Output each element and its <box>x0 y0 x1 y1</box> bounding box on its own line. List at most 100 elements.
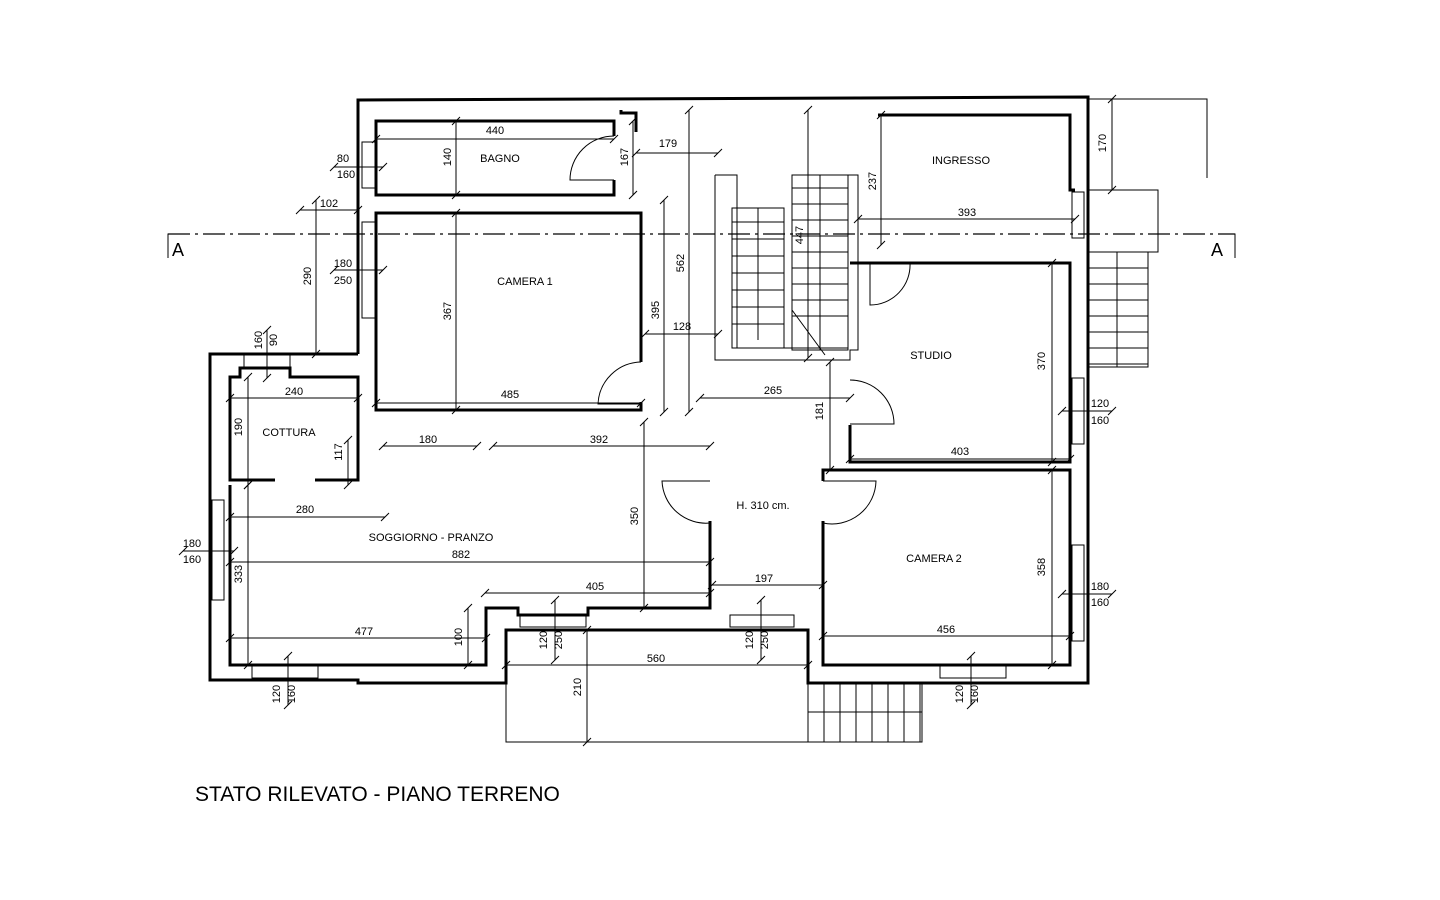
dimension-tick <box>178 546 188 556</box>
dimension-tick <box>225 393 235 403</box>
external-steps-bottom <box>807 682 923 743</box>
dimension-label: 160 <box>183 554 201 566</box>
dimension-tick <box>1057 589 1067 599</box>
dimension-tick <box>329 265 339 275</box>
dimension-label: 180 <box>183 538 201 550</box>
dimension-label: 128 <box>673 321 691 333</box>
dimension-tick <box>818 631 828 641</box>
dimension-tick <box>472 441 482 451</box>
dimension-tick <box>803 353 813 363</box>
dimension-tick <box>229 546 239 556</box>
dimension-label: 237 <box>867 172 879 190</box>
camera1-door <box>597 361 642 405</box>
dimension-tick <box>659 195 669 205</box>
room-label-camera1: CAMERA 1 <box>497 276 553 288</box>
dimension-tick <box>488 441 498 451</box>
dimension-tick <box>451 116 461 126</box>
dimension-tick <box>378 441 388 451</box>
dimension-label: 160 <box>286 685 298 703</box>
soggiorno-walls <box>228 485 712 667</box>
dimension-label: 140 <box>442 148 454 166</box>
camera2-door <box>822 480 877 525</box>
room-label-height: H. 310 cm. <box>736 500 789 512</box>
dimension-label: 180 <box>1091 581 1109 593</box>
dimension-label: 370 <box>1036 352 1048 370</box>
soggiorno-window-terrace <box>519 614 587 628</box>
dimension-tick <box>1070 214 1080 224</box>
dimension-label: 100 <box>453 628 465 646</box>
dimension-tick <box>1065 454 1075 464</box>
dimension-tick <box>550 595 560 605</box>
section-mark-right: A <box>1211 240 1223 260</box>
canopy-outline <box>1088 98 1208 178</box>
studio-walls <box>848 261 1072 464</box>
dimension-label: 403 <box>951 446 969 458</box>
dimension-label: 120 <box>1091 398 1109 410</box>
dimension-label: 181 <box>814 402 826 420</box>
dimension-tick <box>705 557 715 567</box>
stairs <box>731 174 849 356</box>
ingresso-window <box>1071 191 1085 239</box>
ingresso-door <box>869 262 911 306</box>
dimension-label: 197 <box>755 573 773 585</box>
dimension-label: 395 <box>650 301 662 319</box>
room-label-bagno: BAGNO <box>480 153 520 165</box>
dimension-tick <box>463 603 473 613</box>
dimension-tick <box>803 660 813 670</box>
dimension-tick <box>639 603 649 613</box>
dimension-label: 290 <box>302 267 314 285</box>
dimension-label: 160 <box>337 169 355 181</box>
dimension-label: 405 <box>586 581 604 593</box>
dimension-tick <box>1047 660 1057 670</box>
camera2-window-bottom <box>939 664 1007 679</box>
corridor-walls <box>619 110 638 132</box>
dimension-tick <box>640 329 650 339</box>
dimension-tick <box>380 512 390 522</box>
dimension-tick <box>705 588 715 598</box>
dimension-tick <box>378 162 388 172</box>
dimension-label: 80 <box>337 153 349 165</box>
dimension-tick <box>371 398 381 408</box>
dimension-tick <box>707 580 717 590</box>
dimension-tick <box>1107 589 1117 599</box>
dimension-tick <box>343 435 353 445</box>
section-mark-left-tick <box>167 233 175 258</box>
dimension-label: 358 <box>1036 558 1048 576</box>
section-mark-left: A <box>172 240 184 260</box>
dimension-tick <box>845 393 855 403</box>
dimension-label: 440 <box>486 125 504 137</box>
dimension-label: 560 <box>647 653 665 665</box>
dimension-label: 180 <box>334 258 352 270</box>
dimension-label: 250 <box>553 631 565 649</box>
dimension-tick <box>825 465 835 475</box>
camera2-walls <box>821 468 1072 667</box>
dimension-tick <box>463 660 473 670</box>
dimension-label: 160 <box>969 685 981 703</box>
dimension-tick <box>480 588 490 598</box>
dimension-tick <box>243 480 253 490</box>
soggiorno-door <box>661 480 711 524</box>
dimension-tick <box>243 660 253 670</box>
camera1-walls <box>374 211 643 412</box>
dimension-tick <box>311 349 321 359</box>
dimension-label: 280 <box>296 504 314 516</box>
dimension-tick <box>343 480 353 490</box>
dimension-tick <box>283 651 293 661</box>
dimension-tick <box>684 407 694 417</box>
dimension-tick <box>609 134 619 144</box>
dimension-tick <box>876 240 886 250</box>
dimension-tick <box>353 205 363 215</box>
camera2-window-right <box>1071 544 1085 642</box>
dimension-tick <box>329 162 339 172</box>
dimension-label: 447 <box>794 226 806 244</box>
dimension-tick <box>378 265 388 275</box>
bagno-window <box>361 141 377 189</box>
dimension-tick <box>713 148 723 158</box>
dimension-label: 250 <box>334 275 352 287</box>
dimension-tick <box>451 405 461 415</box>
dimension-label: 350 <box>629 507 641 525</box>
dimension-label: 160 <box>253 331 265 349</box>
dimension-tick <box>550 655 560 665</box>
dimension-label: 250 <box>759 631 771 649</box>
drawing-title: STATO RILEVATO - PIANO TERRENO <box>195 783 560 806</box>
